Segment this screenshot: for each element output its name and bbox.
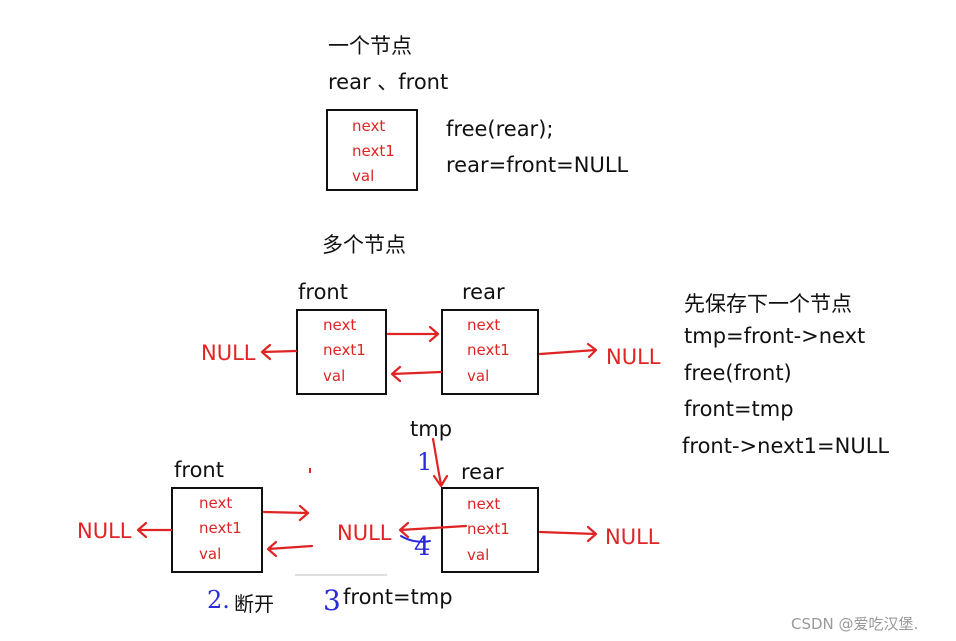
null-middle-label: NULL — [337, 521, 392, 545]
rear-node-box-2: next next1 val — [441, 487, 539, 573]
node-field-val: val — [323, 367, 346, 385]
null-left-label-2: NULL — [77, 519, 132, 543]
multi-node-code-line-1: 先保存下一个节点 — [684, 292, 852, 316]
single-node-box: next next1 val — [326, 109, 418, 191]
node-field-next1: next1 — [467, 341, 510, 359]
tmp-label: tmp — [410, 417, 453, 441]
annotation-3: 3 — [323, 584, 341, 617]
annotation-1: 1 — [417, 448, 433, 476]
next1-arrow-2 — [266, 540, 314, 558]
multi-node-code-line-2: tmp=front->next — [684, 324, 866, 348]
null-right-label-2: NULL — [605, 525, 660, 549]
node-field-next1: next1 — [323, 341, 366, 359]
node-field-val: val — [467, 546, 490, 564]
node-field-next1: next1 — [352, 142, 395, 160]
single-node-code-line-2: rear=front=NULL — [446, 153, 629, 177]
next-arrow — [386, 325, 440, 343]
node-field-next: next — [352, 117, 386, 135]
node-field-val: val — [199, 545, 222, 563]
null-right-arrow-2 — [538, 525, 598, 543]
single-node-code-line-1: free(rear); — [446, 117, 554, 141]
node-field-next: next — [199, 494, 233, 512]
blue-stroke-mark — [400, 535, 431, 543]
single-node-pointer-labels: rear 、front — [328, 70, 449, 94]
front-label-2: front — [174, 458, 224, 482]
node-field-val: val — [467, 367, 490, 385]
annotation-3-text: front=tmp — [343, 585, 453, 609]
multi-node-code-line-5: front->next1=NULL — [682, 434, 890, 458]
next1-arrow — [390, 365, 443, 383]
node-field-next1: next1 — [467, 520, 510, 538]
rear-label-2: rear — [461, 460, 504, 484]
annotation-2-text: 断开 — [234, 592, 274, 616]
annotation-4: 4 — [414, 532, 431, 562]
front-node-box: next next1 val — [296, 309, 387, 395]
small-red-mark — [309, 468, 311, 473]
front-node-box-2: next next1 val — [171, 487, 263, 573]
null-left-arrow-2 — [136, 521, 173, 539]
node-field-next: next — [467, 316, 501, 334]
annotation-2: 2. — [207, 586, 230, 614]
rear-node-box: next next1 val — [441, 309, 539, 395]
rear-label: rear — [462, 280, 505, 304]
node-field-next: next — [323, 316, 357, 334]
front-label: front — [298, 280, 348, 304]
multi-node-code-line-4: front=tmp — [684, 397, 794, 421]
null-right-arrow — [538, 342, 598, 359]
null-right-label: NULL — [606, 345, 661, 369]
null-left-arrow — [260, 343, 298, 361]
next-arrow-2 — [262, 504, 310, 522]
node-field-next: next — [467, 495, 501, 513]
next1-to-null-arrow — [398, 521, 468, 539]
node-field-next1: next1 — [199, 519, 242, 537]
multi-node-heading: 多个节点 — [322, 233, 406, 257]
node-field-val: val — [352, 167, 375, 185]
watermark: CSDN @爱吃汉堡. — [791, 615, 919, 633]
tmp-pointer-arrow — [431, 437, 449, 488]
multi-node-code-line-3: free(front) — [684, 361, 792, 385]
single-node-heading: 一个节点 — [328, 34, 412, 58]
null-left-label: NULL — [201, 341, 256, 365]
